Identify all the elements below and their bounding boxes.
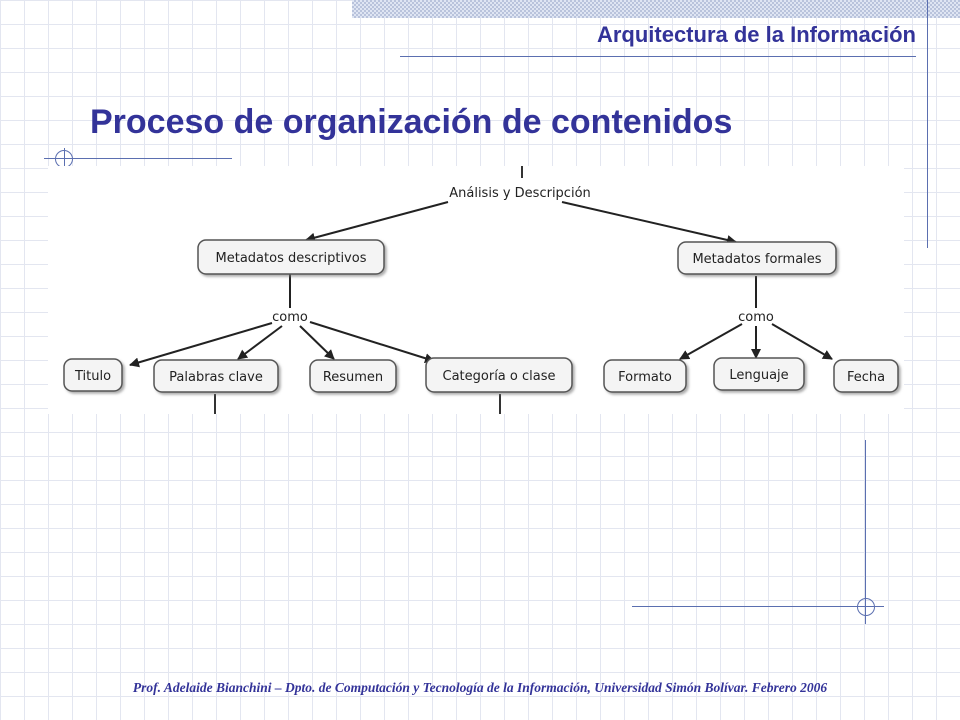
- node-categoria-o-clase-label: Categoría o clase: [443, 369, 556, 384]
- left-cross-horizontal: [44, 158, 232, 159]
- node-lenguaje: Lenguaje: [713, 357, 805, 391]
- node-palabras-clave-label: Palabras clave: [169, 370, 263, 385]
- right-cross-circle: [857, 598, 875, 616]
- node-formato: Formato: [603, 359, 687, 393]
- header-title: Arquitectura de la Información: [596, 22, 916, 47]
- edge-como-palabras: [237, 325, 283, 360]
- node-metadatos-descriptivos-label: Metadatos descriptivos: [216, 251, 367, 266]
- footer-credit: Prof. Adelaide Bianchini – Dpto. de Comp…: [132, 680, 828, 695]
- concept-map: Análisis y Descripción Metadatos descrip…: [48, 166, 904, 414]
- right-cross-vertical: [865, 440, 866, 624]
- slide-title: Proceso de organización de contenidos: [90, 103, 733, 141]
- node-palabras-clave: Palabras clave: [153, 359, 279, 393]
- edge-como-categoria: [309, 321, 435, 364]
- node-resumen: Resumen: [309, 359, 397, 393]
- node-metadatos-descriptivos: Metadatos descriptivos: [197, 239, 385, 275]
- node-titulo: Titulo: [63, 358, 123, 392]
- node-fecha-label: Fecha: [847, 370, 885, 385]
- node-categoria-o-clase: Categoría o clase: [425, 357, 573, 393]
- node-formato-label: Formato: [618, 370, 672, 385]
- edge-como-fecha: [771, 323, 833, 360]
- concept-map-svg: Análisis y Descripción Metadatos descrip…: [63, 166, 899, 414]
- right-cross-horizontal: [632, 606, 884, 607]
- header-underline: [400, 56, 916, 57]
- left-connector-label: como: [272, 310, 308, 325]
- node-metadatos-formales-label: Metadatos formales: [692, 252, 821, 267]
- right-connector-label: como: [738, 310, 774, 325]
- node-metadatos-formales: Metadatos formales: [677, 241, 837, 275]
- top-pattern-band: [352, 0, 960, 18]
- root-label: Análisis y Descripción: [449, 186, 591, 201]
- edge-root-left: [305, 201, 449, 243]
- node-lenguaje-label: Lenguaje: [729, 368, 788, 383]
- node-fecha: Fecha: [833, 359, 899, 393]
- edge-root-right: [561, 201, 737, 245]
- node-titulo-label: Titulo: [74, 369, 111, 384]
- right-frame-line: [927, 0, 928, 248]
- edge-como-resumen: [299, 325, 335, 360]
- node-resumen-label: Resumen: [323, 370, 383, 385]
- edge-como-formato: [679, 323, 743, 360]
- edge-como-titulo: [129, 322, 273, 368]
